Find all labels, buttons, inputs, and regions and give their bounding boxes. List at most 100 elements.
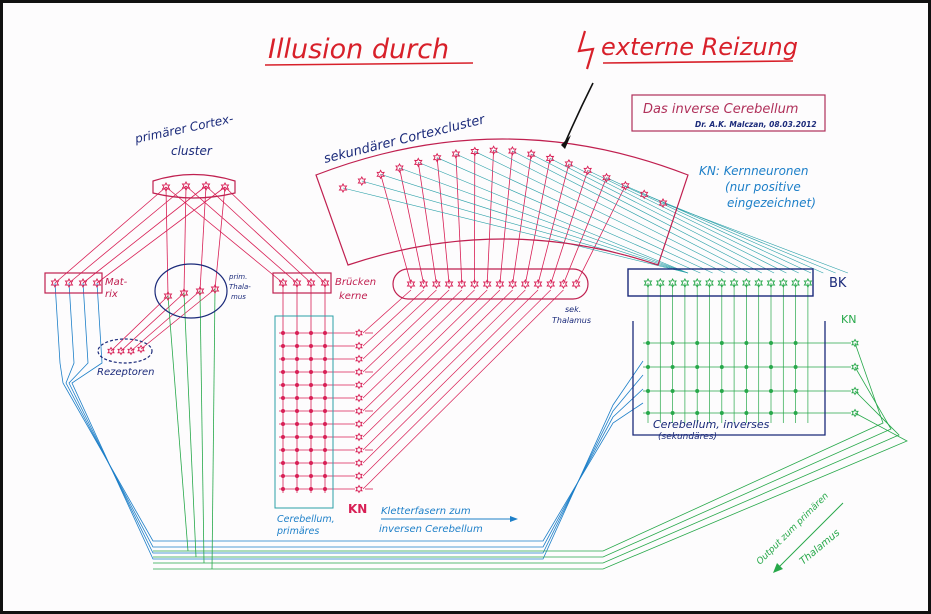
title-underline-1 xyxy=(264,62,474,66)
neuron-star-icon xyxy=(292,278,302,288)
synapse-dot xyxy=(323,461,327,465)
cortex-bk-fiber xyxy=(399,167,689,274)
neuron-star-icon xyxy=(668,278,677,288)
title-underline-2 xyxy=(602,60,794,64)
lightning-icon xyxy=(577,30,595,70)
label-sek-thalamus-1: sek. xyxy=(565,305,581,314)
synapse-dot xyxy=(646,389,650,393)
cortex-bk-fiber xyxy=(512,150,750,274)
synapse-dot xyxy=(281,396,285,400)
synapse-dot xyxy=(744,341,749,345)
kn-thalamus-fiber xyxy=(362,289,513,438)
neuron-star-icon xyxy=(376,169,385,180)
synapse-dot xyxy=(744,389,749,393)
label-climbing-2: inversen Cerebellum xyxy=(379,524,483,535)
neuron-star-icon xyxy=(559,279,568,289)
cortex-bk-fiber xyxy=(493,149,738,274)
neuron-star-icon xyxy=(602,172,611,183)
kn-thalamus-fiber xyxy=(362,289,526,451)
synapse-dot xyxy=(719,341,724,345)
matrix-output-fiber xyxy=(65,282,644,548)
synapse-dot xyxy=(309,357,313,361)
synapse-dot xyxy=(646,365,650,369)
label-matrix-1: Mat- xyxy=(105,277,128,288)
cortex-bk-fiber xyxy=(436,157,701,274)
label-bridge-1: Brücken xyxy=(335,277,376,288)
cortex-bk-fiber xyxy=(380,173,689,274)
cortex-thalamus-fiber xyxy=(165,186,169,297)
neuron-star-icon xyxy=(526,149,536,160)
synapse-dot xyxy=(769,341,773,345)
label-cereb-inverse-1: Cerebellum, inverses xyxy=(653,418,770,431)
bk-box xyxy=(627,268,814,297)
cortex-bk-fiber xyxy=(606,177,812,274)
cortex-bk-fiber xyxy=(662,202,849,274)
receptor-thalamus-fiber xyxy=(140,288,216,350)
thalamus-output-fiber xyxy=(167,295,189,552)
neuron-star-icon xyxy=(791,278,800,288)
label-matrix-2: rix xyxy=(105,289,118,300)
neuron-star-icon xyxy=(127,346,135,356)
synapse-dot xyxy=(295,448,299,452)
label-secondary-cortex: sekundärer Cortexcluster xyxy=(322,112,488,167)
label-primary-cortex-2: cluster xyxy=(171,144,213,158)
synapse-dot xyxy=(646,411,650,415)
cortex-bk-fiber xyxy=(474,151,726,274)
output-arrow xyxy=(777,502,844,569)
synapse-dot xyxy=(309,370,313,374)
neuron-star-icon xyxy=(470,146,480,157)
cortex-thalamus-fiber xyxy=(199,185,207,292)
thalamus-output-fiber xyxy=(211,288,216,570)
neuron-star-icon xyxy=(406,279,416,289)
cortex-matrix-fiber xyxy=(54,186,167,284)
synapse-dot xyxy=(323,409,327,413)
output-arrowhead xyxy=(773,563,783,573)
synapse-dot xyxy=(793,365,798,369)
label-kn-left: KN xyxy=(348,502,367,516)
neuron-star-icon xyxy=(571,279,581,289)
receptor-thalamus-fiber xyxy=(120,292,185,352)
neuron-star-icon xyxy=(355,380,363,390)
info-title: Das inverse Cerebellum xyxy=(643,102,798,117)
neuron-star-icon xyxy=(742,278,751,288)
neuron-star-icon xyxy=(851,338,859,348)
neuron-star-icon xyxy=(470,279,479,289)
synapse-dot xyxy=(309,448,313,452)
cortex-bk-fiber xyxy=(549,158,775,274)
synapse-dot xyxy=(323,370,327,374)
neuron-star-icon xyxy=(545,153,555,164)
neuron-star-icon xyxy=(432,152,442,163)
stimulus-arrowhead xyxy=(561,135,571,149)
legend-line1: KN: Kernneuronen xyxy=(699,164,809,178)
synapse-dot xyxy=(281,435,285,439)
neuron-star-icon xyxy=(117,346,125,356)
neuron-star-icon xyxy=(355,471,363,481)
cortex-matrix-fiber xyxy=(82,185,207,284)
neuron-star-icon xyxy=(220,182,230,192)
synapse-dot xyxy=(295,344,299,348)
kn-thalamus-fiber xyxy=(362,289,539,464)
kn-thalamus-fiber xyxy=(362,289,488,412)
neuron-star-icon xyxy=(766,278,776,288)
neuron-star-icon xyxy=(419,279,429,289)
neuron-star-icon xyxy=(161,182,171,192)
neuron-star-icon xyxy=(692,278,702,288)
neuron-star-icon xyxy=(64,278,74,288)
synapse-dot xyxy=(281,448,285,452)
label-bridge-2: kerne xyxy=(339,291,368,302)
synapse-dot xyxy=(695,389,700,393)
synapse-dot xyxy=(295,487,299,491)
stimulus-arrow xyxy=(564,82,594,144)
neuron-star-icon xyxy=(432,279,441,289)
cortex-thalamus-fiber xyxy=(214,186,226,290)
synapse-dot xyxy=(670,341,675,345)
connection-lines xyxy=(54,149,908,570)
receptors xyxy=(97,338,153,364)
synapse-dot xyxy=(323,357,327,361)
label-cereb-primary-1: Cerebellum, xyxy=(277,514,335,525)
cortex-bridge-fiber xyxy=(224,186,326,284)
synapse-dot xyxy=(309,487,313,491)
label-kn-right: KN xyxy=(841,313,856,326)
label-prim-thalamus-2: Thala- xyxy=(229,283,251,291)
